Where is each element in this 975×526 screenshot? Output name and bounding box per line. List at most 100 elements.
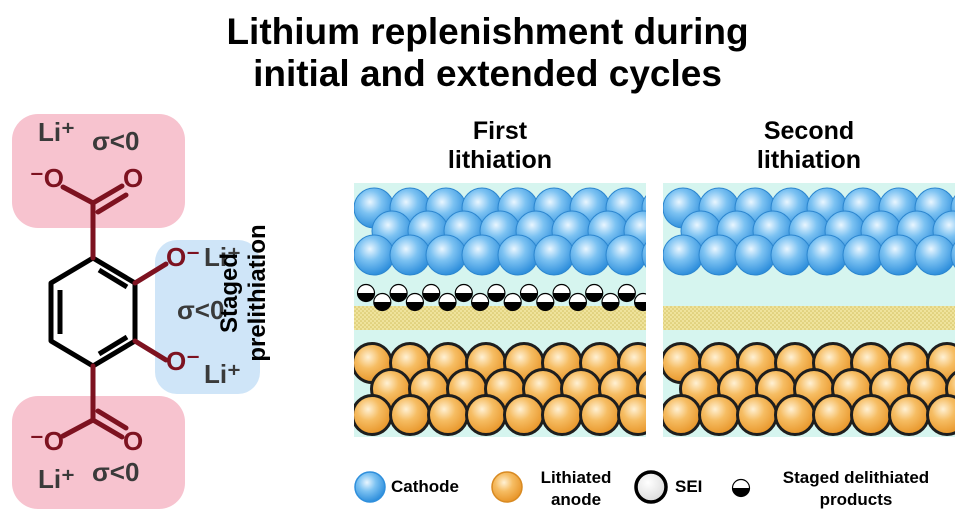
side-label-line-2: prelithiation: [244, 224, 271, 362]
bottom-carboxylate-box: [12, 396, 185, 509]
delithiated-product-particle: [585, 283, 604, 303]
anode-particle: [617, 394, 646, 436]
bottom-carbonyl-oxygen: O: [123, 426, 143, 456]
legend-products-label-line-2: products: [819, 490, 893, 509]
substituent-bonds: [60, 183, 169, 440]
delithiated-product-particle: [601, 292, 620, 312]
panel-2-title-line-1: Second: [763, 117, 855, 145]
electrode-layers: [354, 187, 646, 436]
second-lithiation-panel: [663, 183, 975, 437]
anode-particle: [966, 344, 975, 383]
delithiated-product-particle: [373, 292, 392, 312]
delithiated-product-particle: [568, 292, 588, 312]
legend-products-label-line-1: Staged delithiated: [782, 468, 930, 487]
cathode-particle: [569, 234, 611, 276]
anode-particle: [541, 394, 583, 436]
legend-sei-label: SEI: [675, 477, 703, 496]
delithiated-product-particle: [405, 292, 424, 312]
cathode-particle: [389, 234, 431, 276]
phenolate-oxygen-1: O⁻: [166, 242, 200, 272]
delithiated-product-particle: [536, 292, 555, 312]
top-anion-oxygen: ⁻O: [30, 163, 64, 193]
first-lithiation-panel: [354, 183, 646, 437]
panel-1-title-line-1: First: [472, 117, 528, 145]
panel-1-title-line-2: lithiation: [447, 146, 553, 174]
anode-particle: [389, 394, 431, 436]
anode-particle: [663, 394, 702, 436]
delithiated-product-particle: [617, 283, 636, 303]
side-label-line-1: Staged: [216, 253, 243, 334]
anode-particle: [698, 394, 740, 436]
cathode-particle: [734, 234, 776, 276]
anode-particle: [427, 394, 469, 436]
sei-layer: [354, 306, 646, 330]
sei-layer: [663, 306, 955, 330]
legend-anode-label-line-1: Lithiated: [540, 468, 612, 487]
phenolate-li-1: Li⁺: [204, 242, 241, 272]
figure-title-line-2: initial and extended cycles: [253, 53, 722, 94]
cathode-particle: [461, 234, 503, 276]
cathode-particle: [770, 234, 812, 276]
bottom-li-label: Li⁺: [38, 464, 75, 494]
benzene-ring: [48, 255, 138, 369]
anode-particle: [354, 394, 393, 436]
delithiated-product-particle: [487, 283, 506, 303]
bottom-sigma-label: σ<0: [92, 457, 139, 487]
phenolate-oxygen-2: O⁻: [166, 346, 200, 376]
cathode-particle: [950, 242, 955, 268]
legend-anode-swatch: [491, 471, 523, 503]
anode-particle: [579, 394, 621, 436]
anode-particle: [774, 394, 816, 436]
cathode-particle: [605, 234, 646, 276]
staged-prelithiation-label: Staged prelithiation: [216, 208, 276, 378]
cathode-particle: [806, 234, 848, 276]
legend-products-swatch: [731, 478, 751, 498]
legend: [354, 470, 751, 504]
delithiated-product-particle: [422, 283, 441, 303]
phenolate-box: [155, 240, 260, 394]
delithiated-product-particle: [519, 283, 539, 303]
delithiated-product-particle: [634, 292, 646, 312]
cathode-particle: [425, 234, 467, 276]
molecule-structure: Li⁺ σ<0 ⁻O O O⁻ Li⁺ σ<0 O⁻ Li⁺ ⁻O O Li⁺ …: [12, 114, 260, 509]
anode-particle: [926, 394, 955, 436]
legend-sei-swatch: [634, 470, 668, 504]
top-li-label: Li⁺: [38, 117, 75, 147]
delithiated-product-particle: [552, 283, 571, 303]
anode-particle: [736, 394, 778, 436]
anode-particle: [850, 394, 892, 436]
top-carboxylate-box: [12, 114, 185, 228]
bottom-anion-oxygen: ⁻O: [30, 426, 64, 456]
anode-particle: [503, 394, 545, 436]
delithiated-product-particle: [454, 283, 473, 303]
legend-cathode-label: Cathode: [391, 477, 459, 496]
delithiated-product-particle: [438, 292, 457, 312]
electrode-layers: [663, 187, 975, 436]
cathode-particle: [698, 234, 740, 276]
phenolate-li-2: Li⁺: [204, 359, 241, 389]
delithiated-product-particle: [389, 283, 408, 303]
delithiated-product-particle: [471, 292, 490, 312]
figure-title-line-1: Lithium replenishment during: [226, 11, 749, 52]
panel-2-title-line-2: lithiation: [756, 146, 862, 174]
delithiated-product-particle: [503, 292, 522, 312]
cathode-particle: [663, 234, 704, 276]
anode-particle: [465, 394, 507, 436]
top-sigma-label: σ<0: [92, 126, 139, 156]
legend-anode-label-line-2: anode: [550, 490, 602, 509]
cathode-particle: [969, 211, 975, 251]
cathode-particle: [533, 234, 575, 276]
cathode-particle: [497, 234, 539, 276]
legend-cathode-swatch: [354, 471, 386, 503]
anode-particle: [888, 394, 930, 436]
anode-particle: [812, 394, 854, 436]
cathode-particle: [878, 234, 920, 276]
cathode-particle: [641, 242, 646, 268]
phenolate-sigma-label: σ<0: [177, 295, 224, 325]
cathode-particle: [914, 234, 955, 276]
top-carbonyl-oxygen: O: [123, 163, 143, 193]
delithiated-product-particle: [356, 283, 376, 303]
cathode-particle: [842, 234, 884, 276]
anode-particle: [966, 396, 975, 435]
